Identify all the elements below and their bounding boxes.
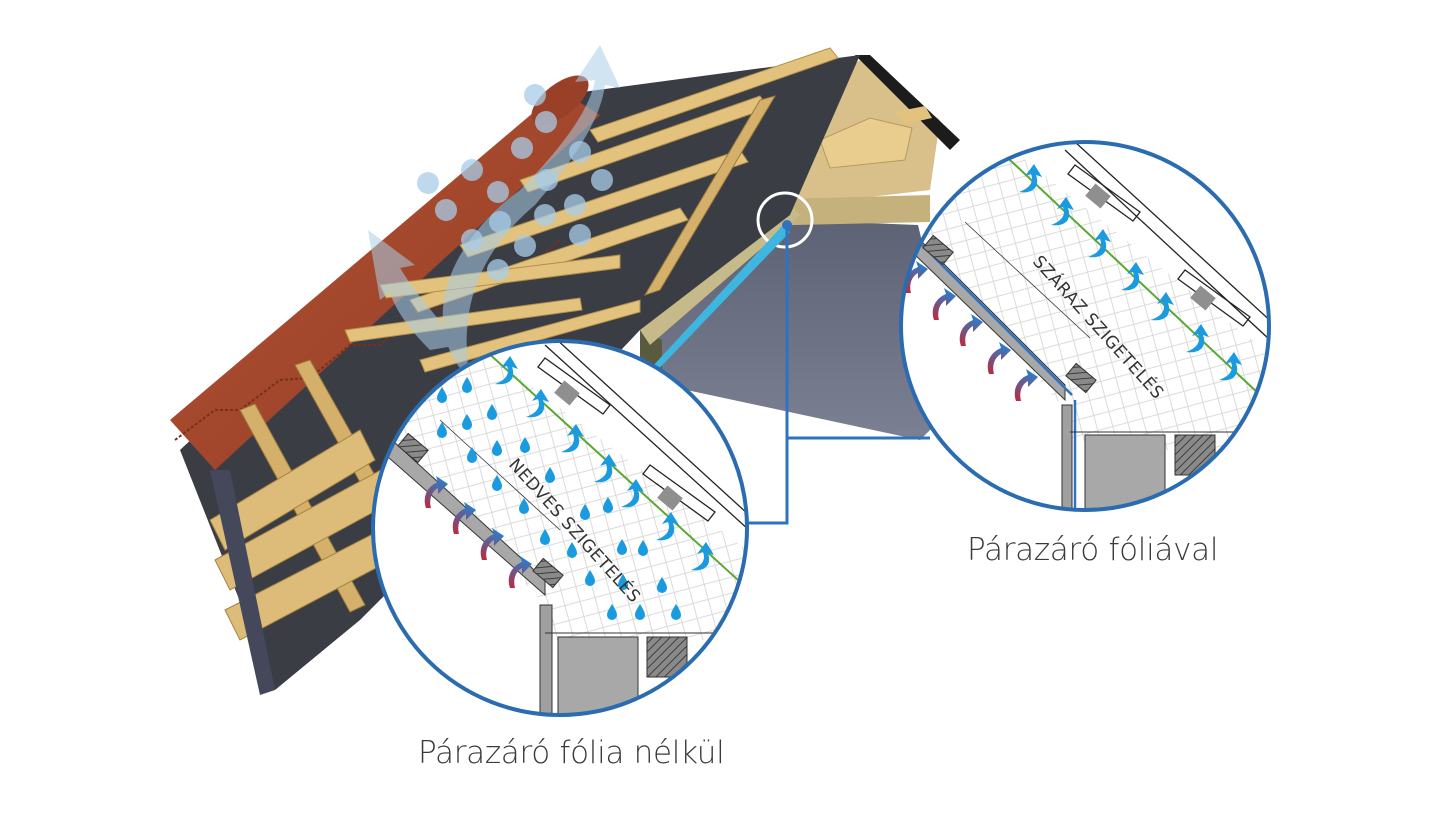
vapor-cloud-icon — [461, 159, 483, 181]
callout-with-barrier: SZÁRAZ SZIGETELÉS — [899, 140, 1271, 512]
vapor-cloud-icon — [564, 194, 586, 216]
callout-ring — [371, 339, 749, 717]
vapor-cloud-icon — [435, 199, 457, 221]
vapor-cloud-icon — [487, 181, 509, 203]
callout-ring — [899, 140, 1271, 512]
vapor-cloud-icon — [569, 141, 591, 163]
vapor-cloud-icon — [487, 259, 509, 281]
vapor-cloud-icon — [461, 229, 483, 251]
vapor-cloud-icon — [536, 169, 558, 191]
insulation-layer — [640, 205, 800, 345]
callout-without-barrier: NEDVES SZIGETELÉS — [371, 339, 749, 717]
vapor-cloud-icon — [569, 224, 591, 246]
vapor-cloud-icon — [591, 169, 613, 191]
vapor-cloud-icon — [514, 235, 536, 257]
detail-focus-ring — [756, 191, 814, 249]
vapor-arrow-icon — [368, 230, 460, 350]
vapor-cloud-icon — [524, 84, 546, 106]
vapor-cloud-icon — [417, 172, 439, 194]
vapor-arrow-icon — [442, 45, 620, 380]
leader-line-left — [745, 225, 789, 525]
vapor-cloud-icon — [534, 204, 556, 226]
caption-with-barrier: Párazáró fóliával — [967, 532, 1219, 568]
vapor-cloud-icon — [489, 211, 511, 233]
vapor-flow — [368, 45, 620, 380]
vapor-cloud — [417, 84, 613, 281]
vapor-barrier-line — [921, 244, 1073, 396]
membrane-line — [484, 349, 747, 601]
vapor-cloud-icon — [535, 111, 557, 133]
caption-without-barrier: Párazáró fólia nélkül — [418, 735, 725, 771]
vapor-cloud-icon — [511, 137, 533, 159]
